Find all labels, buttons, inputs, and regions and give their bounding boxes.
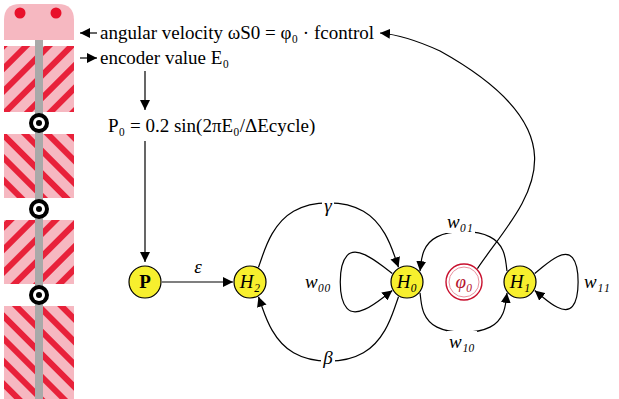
robot-head: [4, 4, 74, 40]
robot-eye: [15, 8, 26, 19]
edge-label: β: [321, 347, 334, 369]
annotation-label: angular velocity ωS0 = φ₀ · fcontrol: [100, 22, 374, 44]
edge-label: ε: [192, 256, 204, 278]
connector: [535, 254, 578, 309]
robot-eye: [51, 8, 62, 19]
edge-label: w₁₀: [447, 331, 477, 353]
edge-label: w₀₀: [303, 271, 333, 293]
node-label: H₁: [503, 265, 537, 299]
neuron-node: H₂: [233, 265, 267, 299]
robot-joints: [29, 113, 49, 305]
node-label: H₂: [233, 265, 267, 299]
leader-arrow: [80, 57, 97, 58]
edge-label: w₀₁: [445, 211, 475, 233]
sensor-node: P: [128, 265, 162, 299]
robot-spine: [35, 40, 43, 399]
node-label: φ₀: [445, 263, 483, 301]
annotation-label: P₀ = 0.2 sin(2πE₀/ΔEcycle): [108, 115, 315, 137]
phase-node: φ₀: [445, 263, 483, 301]
snake-robot: [0, 0, 90, 399]
connector: [162, 281, 233, 282]
edge-label: γ: [322, 195, 334, 217]
leader-arrow: [144, 71, 145, 110]
neuron-node: H₀: [390, 265, 424, 299]
edge-label: w₁₁: [582, 271, 612, 293]
node-label: P: [128, 265, 162, 299]
neuron-node: H₁: [503, 265, 537, 299]
connector: [340, 252, 392, 312]
annotation-label: encoder value E₀: [100, 47, 229, 69]
leader-arrow: [380, 33, 535, 269]
leader-arrow: [80, 32, 97, 33]
leader-arrow: [144, 141, 145, 262]
node-label: H₀: [390, 265, 424, 299]
